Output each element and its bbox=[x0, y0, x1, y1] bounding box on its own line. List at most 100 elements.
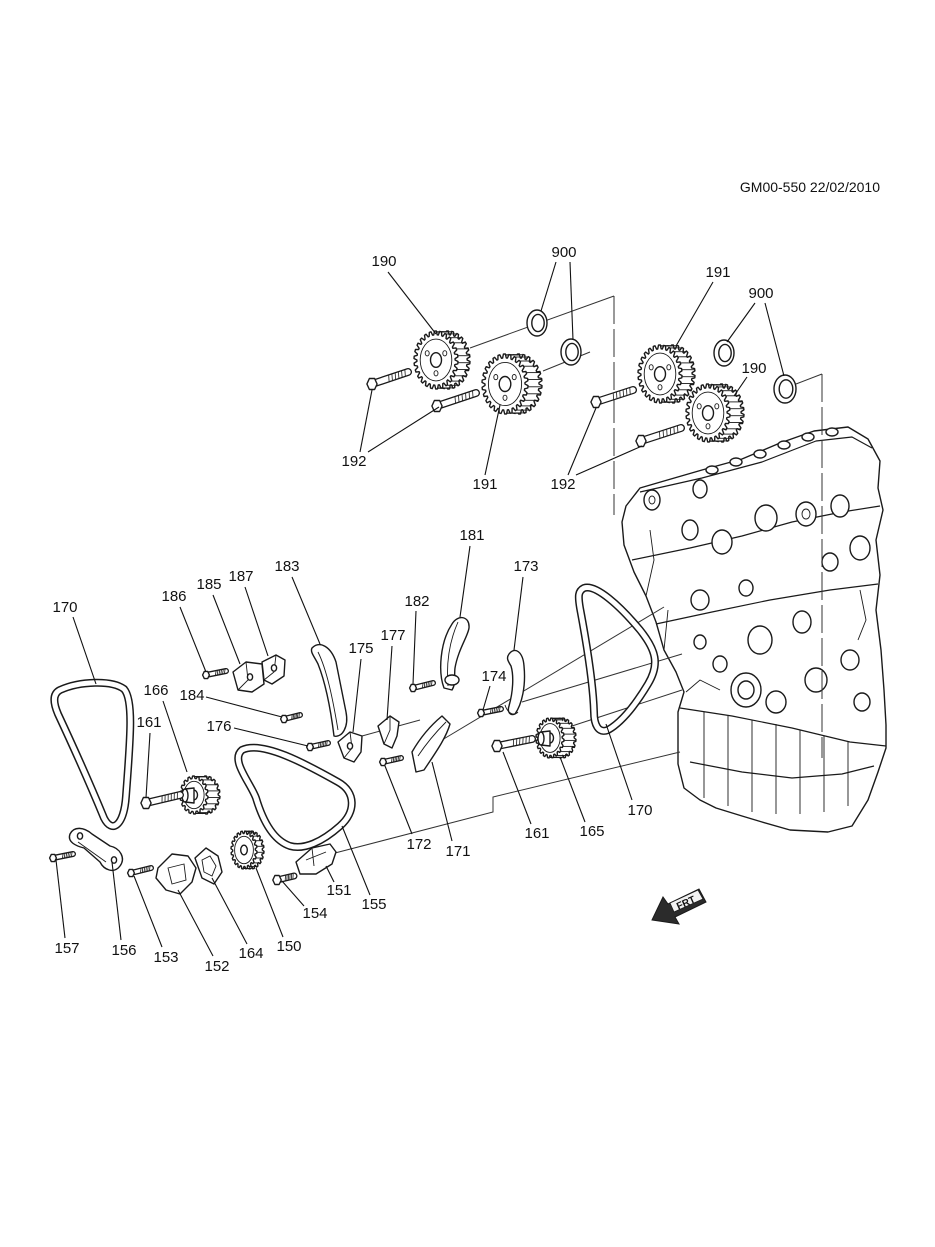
callout-187: 187 bbox=[228, 568, 253, 585]
cam-bore bbox=[795, 501, 817, 527]
sprocket-ring bbox=[487, 361, 523, 407]
crank-sprocket-150 bbox=[230, 830, 265, 870]
boss bbox=[804, 667, 828, 693]
callout-166: 166 bbox=[143, 682, 168, 699]
component-body bbox=[310, 644, 348, 737]
leader-line bbox=[726, 302, 756, 343]
front-arrow-icon: FRT bbox=[651, 888, 707, 925]
cam-cover-tower bbox=[705, 465, 719, 475]
callout-154: 154 bbox=[302, 905, 327, 922]
callout-177: 177 bbox=[380, 627, 405, 644]
bolt-thread bbox=[294, 714, 296, 719]
leader-line bbox=[291, 576, 321, 645]
cam-sprocket-190-left bbox=[413, 330, 471, 390]
callout-184: 184 bbox=[179, 687, 204, 704]
sprocket-hub bbox=[498, 375, 512, 393]
leader-line bbox=[145, 732, 151, 799]
leader-line bbox=[569, 261, 574, 341]
sprocket-hole bbox=[511, 374, 517, 381]
bolt-192 bbox=[590, 386, 637, 409]
bolt-174 bbox=[476, 706, 504, 718]
bolt-thread bbox=[622, 389, 624, 397]
cam-sprocket-191-left bbox=[481, 353, 543, 415]
callout-175: 175 bbox=[348, 640, 373, 657]
cam-bore bbox=[643, 489, 661, 511]
chain-outline bbox=[50, 678, 135, 830]
bolt-thread bbox=[291, 714, 293, 720]
leader-line bbox=[177, 889, 214, 957]
mounting-hole bbox=[110, 856, 118, 864]
bolt-thread bbox=[398, 371, 400, 379]
boss bbox=[712, 655, 728, 673]
leader-line bbox=[605, 723, 633, 801]
cam-bore bbox=[692, 479, 708, 499]
sprocket-hole bbox=[648, 364, 654, 371]
bolt-head bbox=[476, 708, 486, 718]
guide-pin-181 bbox=[444, 674, 460, 686]
leader-line bbox=[540, 261, 557, 312]
washer-900 bbox=[713, 339, 735, 367]
leader-line bbox=[179, 606, 207, 673]
bolt-thread bbox=[319, 742, 322, 747]
bolt-thread bbox=[458, 395, 460, 402]
leader-line bbox=[359, 389, 373, 453]
timing-chain-170-left bbox=[50, 678, 135, 830]
bolt-192 bbox=[431, 389, 480, 413]
leader-line bbox=[255, 867, 284, 938]
bolt-thread bbox=[321, 742, 323, 747]
leader-line bbox=[387, 271, 437, 335]
callout-164: 164 bbox=[238, 945, 263, 962]
bolt-thread bbox=[427, 682, 429, 687]
bolt-shaft bbox=[638, 425, 684, 444]
leader-line bbox=[733, 376, 748, 397]
bolt-thread bbox=[143, 867, 145, 872]
leader-line bbox=[205, 696, 283, 718]
sprocket-ring bbox=[643, 352, 677, 396]
sprocket-hub bbox=[429, 352, 443, 369]
front-cover-seam bbox=[655, 583, 879, 625]
chain-links bbox=[235, 745, 355, 850]
bolt-thread bbox=[324, 741, 326, 746]
bolt-thread bbox=[216, 670, 219, 675]
bolt-thread bbox=[425, 682, 427, 687]
bolt-thread bbox=[454, 396, 456, 404]
callout-161-right: 161 bbox=[524, 825, 549, 842]
component-detail bbox=[263, 654, 277, 681]
leader-line bbox=[502, 751, 532, 825]
sprocket-hub bbox=[653, 366, 667, 383]
cam-cover-tower bbox=[825, 427, 839, 437]
leader-line bbox=[513, 576, 524, 651]
bolt-153 bbox=[126, 865, 154, 878]
front-arrow-face bbox=[669, 889, 704, 913]
cam-cover-tower bbox=[729, 457, 743, 467]
sprocket-hole bbox=[502, 394, 508, 401]
leader-line bbox=[384, 765, 413, 835]
bolt-head bbox=[590, 395, 602, 409]
sprocket-hole bbox=[493, 374, 499, 381]
bolt-thread bbox=[423, 682, 426, 688]
bolt-head bbox=[305, 742, 315, 752]
bolt-thread bbox=[141, 867, 144, 873]
bolt-thread bbox=[431, 681, 433, 686]
mounting-hole bbox=[270, 664, 278, 672]
component-detail bbox=[305, 847, 327, 867]
chain-links bbox=[51, 680, 133, 829]
leader-line bbox=[281, 880, 305, 907]
sprocket-hole bbox=[657, 384, 663, 391]
callout-174: 174 bbox=[481, 668, 506, 685]
leader-line bbox=[111, 861, 122, 941]
leader-line bbox=[764, 302, 785, 377]
oil-pan-rail bbox=[679, 707, 887, 747]
component-detail bbox=[417, 721, 447, 757]
bolt-head bbox=[431, 399, 443, 413]
bolt-thread bbox=[145, 867, 147, 872]
chain-guide-173 bbox=[504, 649, 526, 716]
drawing-reference: GM00-550 22/02/2010 bbox=[740, 179, 880, 195]
callout-192-left: 192 bbox=[341, 453, 366, 470]
cam-sprocket-191-right bbox=[637, 344, 696, 404]
callout-170-right: 170 bbox=[627, 802, 652, 819]
bolt-thread bbox=[215, 670, 217, 676]
sprocket-hub-face bbox=[537, 731, 545, 746]
bolt-thread bbox=[493, 708, 496, 713]
bolt-thread bbox=[499, 707, 501, 712]
